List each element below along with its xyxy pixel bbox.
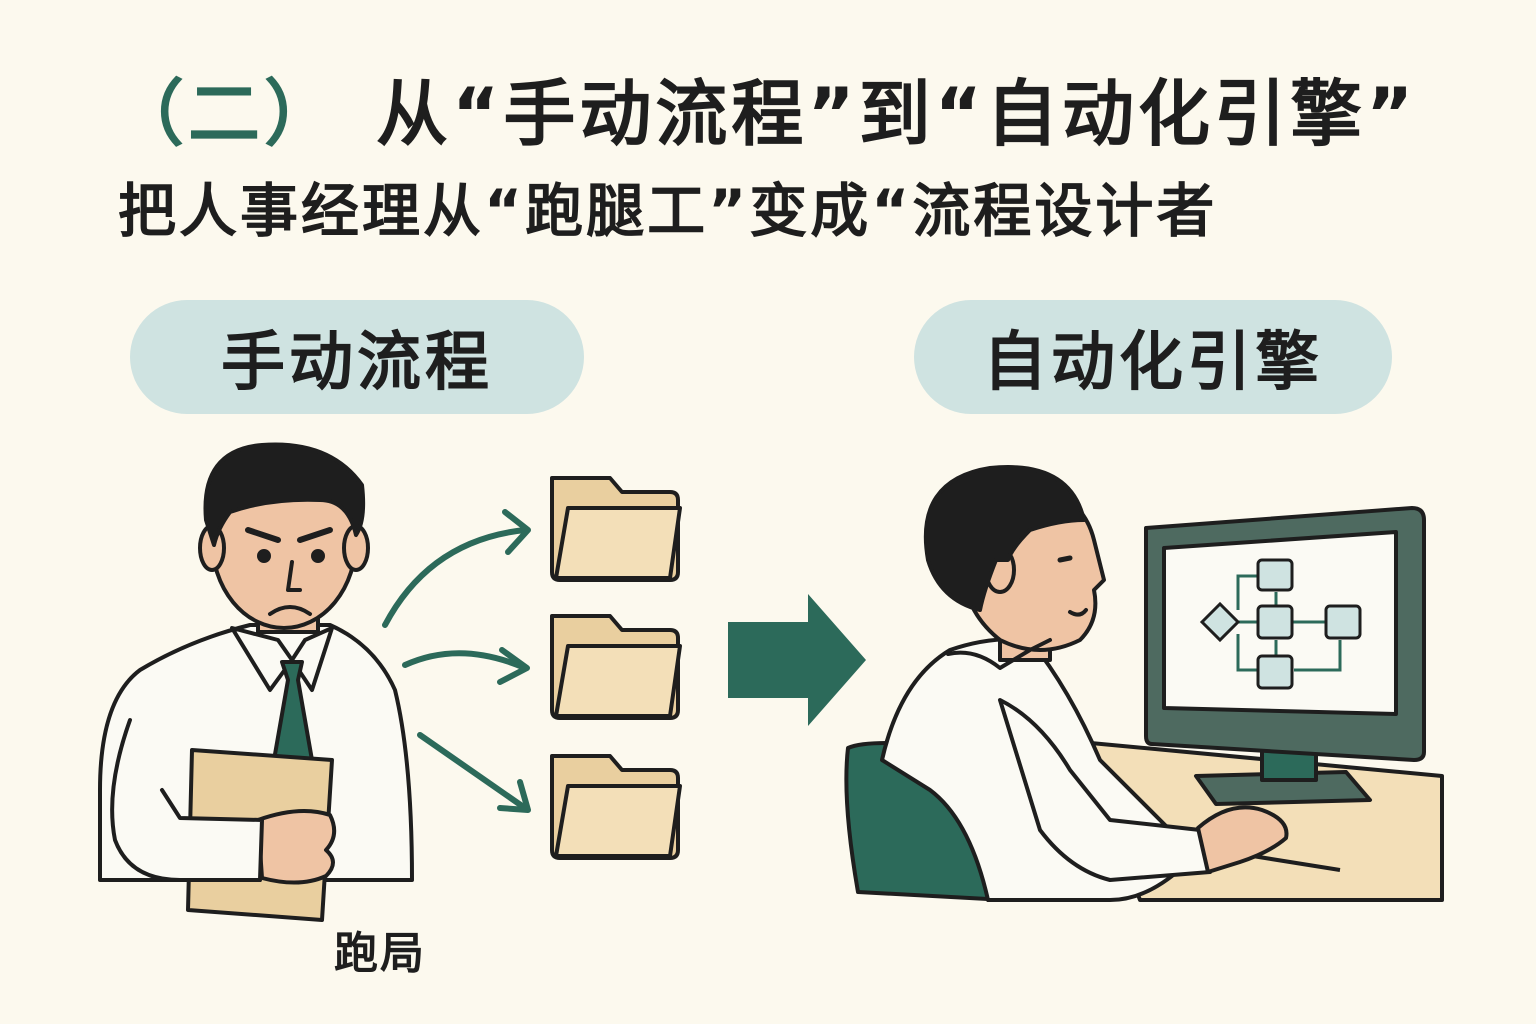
person-at-computer [880, 465, 1289, 902]
arrowhead-down [497, 779, 531, 813]
arrowhead-middle [497, 647, 530, 685]
folder-icon [550, 754, 682, 860]
arrow-middle-icon [402, 650, 528, 671]
page-subtitle: 把人事经理从“跑腿工”变成“流程设计者 [118, 177, 1218, 245]
flowchart-icon [1199, 558, 1362, 690]
page-title: （二）从“手动流程”到“自动化引擎” [112, 78, 1417, 150]
distribution-arrows [382, 509, 531, 813]
manual-process-label: 手动流程 [130, 300, 584, 414]
person-with-folder [98, 442, 414, 922]
title-text: 从“手动流程”到“自动化引擎” [376, 72, 1418, 156]
folder-stack [550, 476, 682, 860]
arrowhead-up [502, 509, 531, 555]
folder-icon [550, 476, 682, 582]
arrow-right-icon [728, 594, 866, 726]
automation-engine-label: 自动化引擎 [914, 300, 1392, 414]
section-number: （二） [112, 72, 341, 156]
arrow-down-icon [417, 732, 528, 811]
folder-icon [550, 614, 682, 720]
running-caption: 跑局 [334, 928, 426, 979]
manual-process-text: 手动流程 [221, 326, 493, 400]
arrow-up-icon [382, 527, 528, 628]
automation-engine-text: 自动化引擎 [983, 326, 1323, 400]
